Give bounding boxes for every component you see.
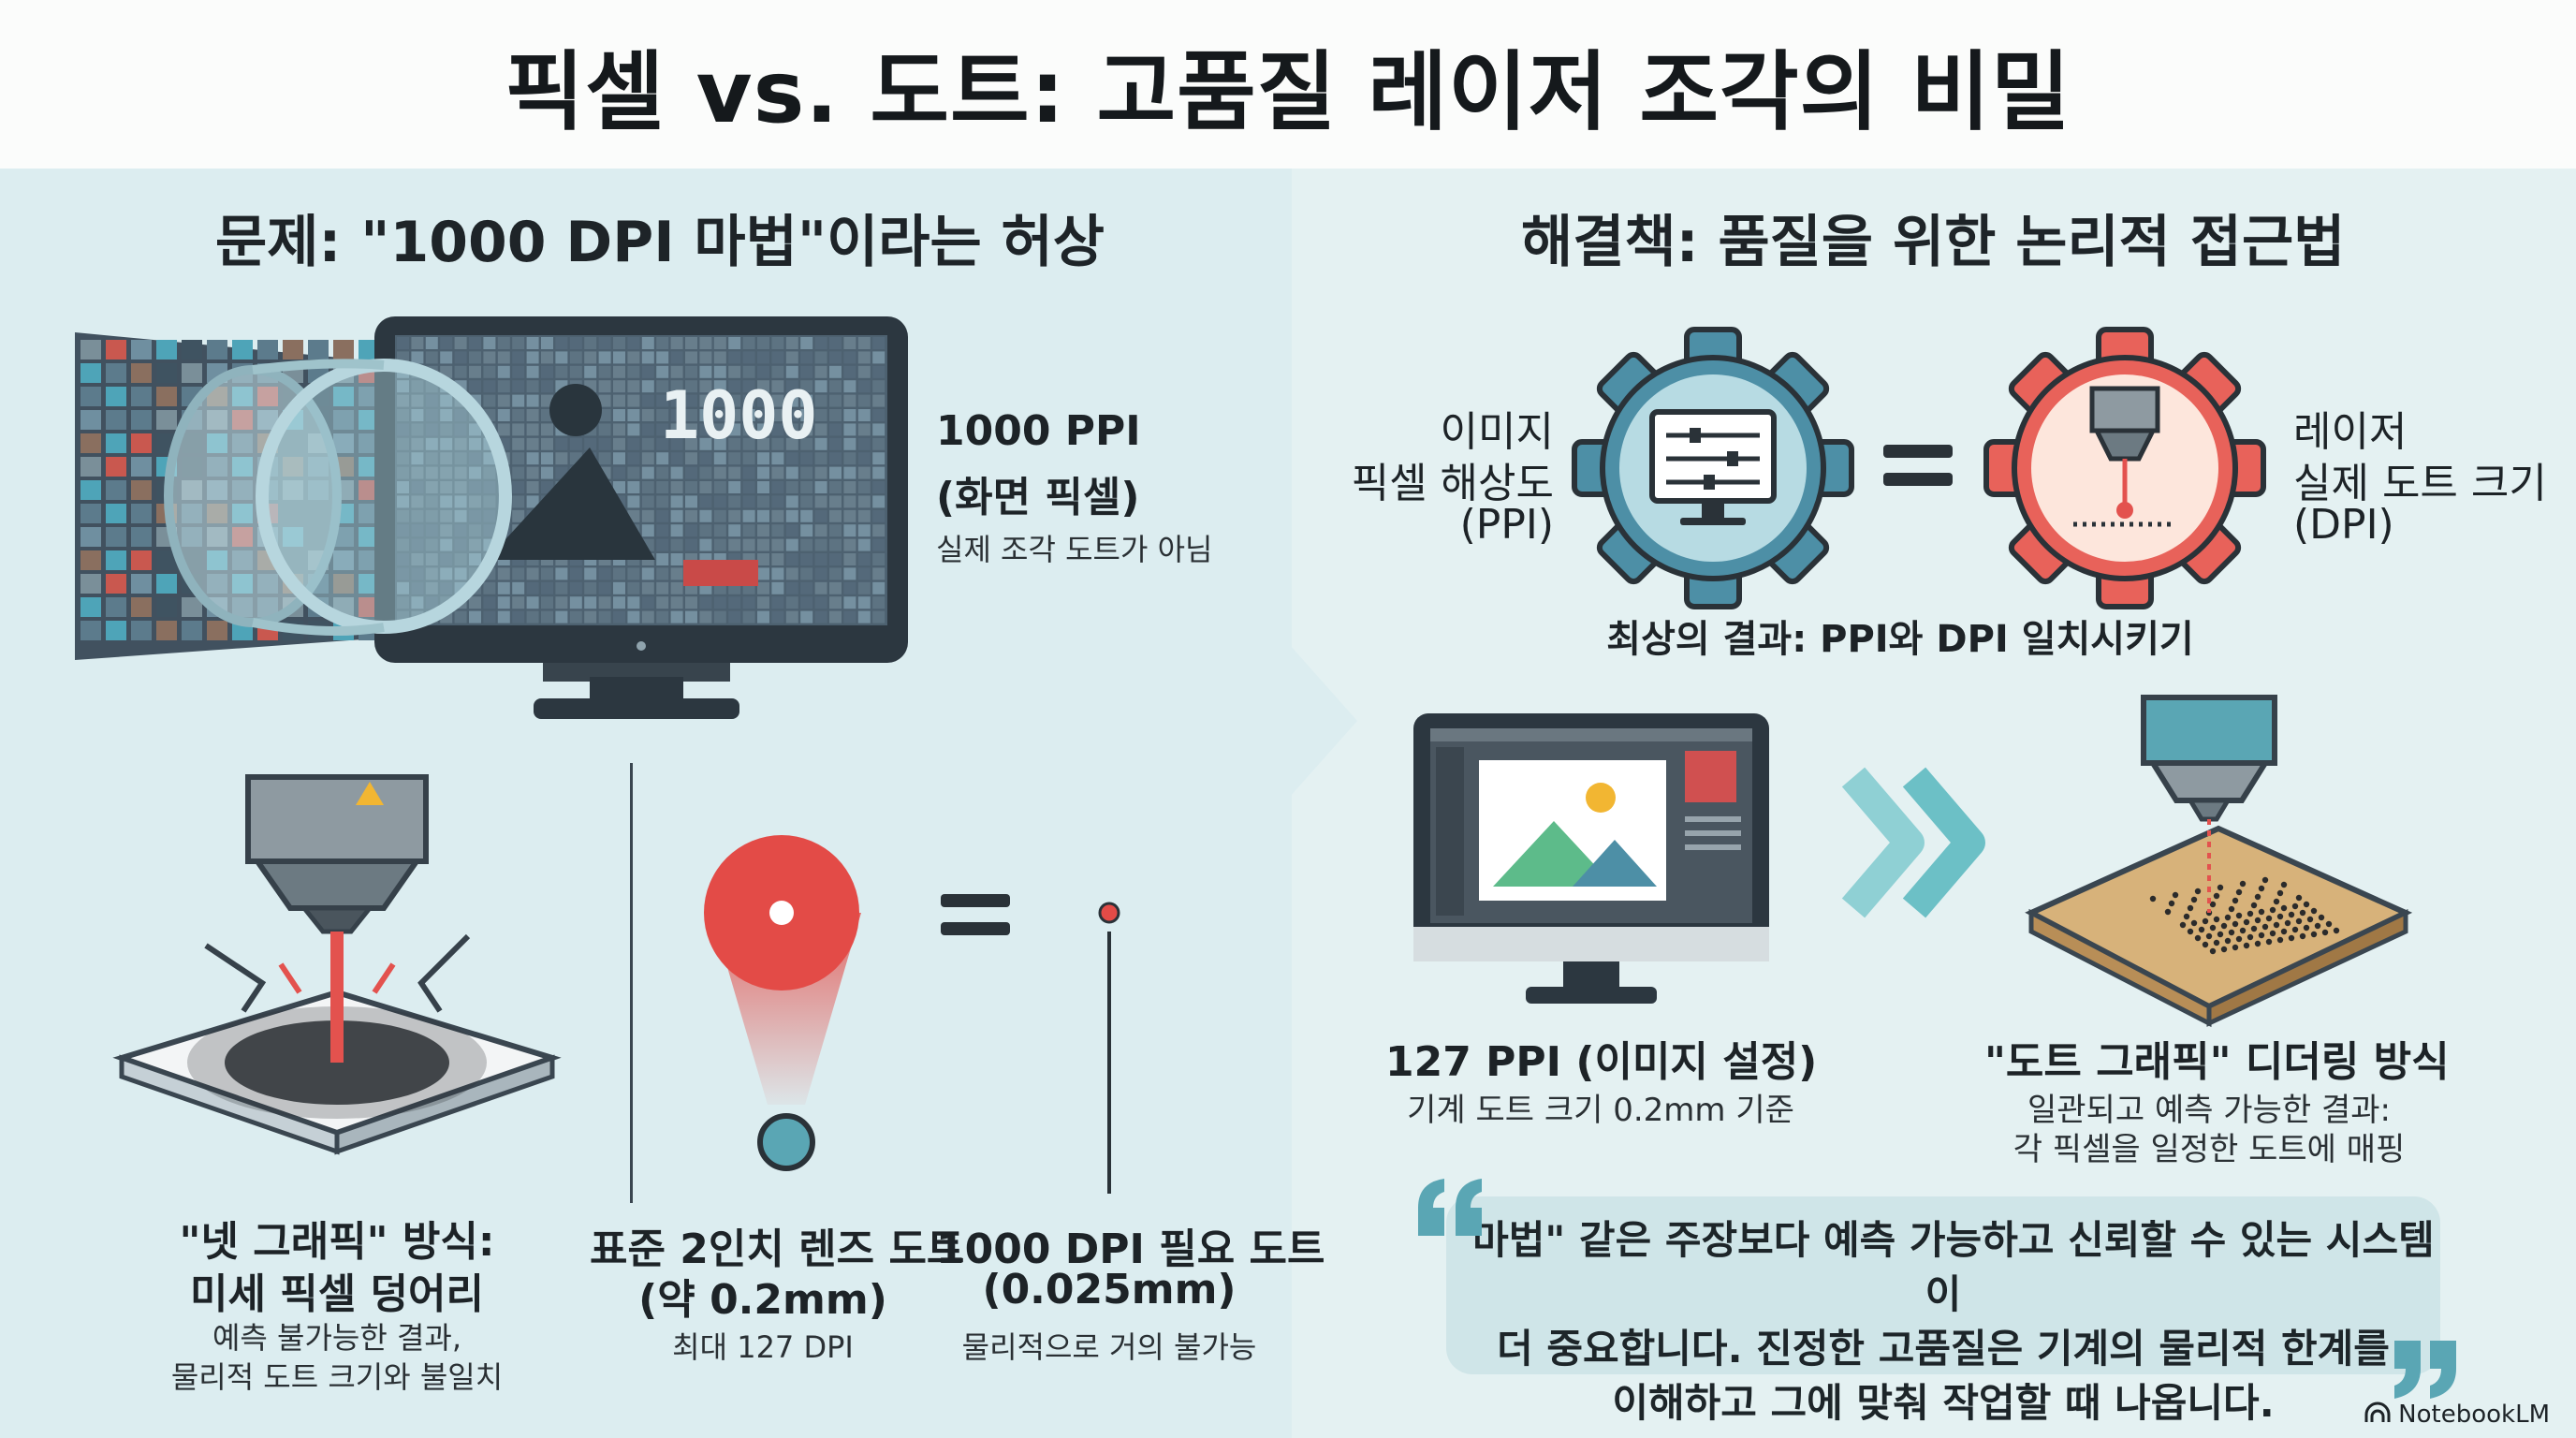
notebooklm-logo-icon <box>2364 1401 2391 1422</box>
net-graphic-caption-1: 예측 불가능한 결과, <box>212 1320 462 1356</box>
net-graphic-title: "넷 그래픽" 방식: <box>179 1218 495 1266</box>
standard-dot-title: 표준 2인치 렌즈 도트 <box>590 1225 965 1273</box>
solution-heading: 해결책: 품질을 위한 논리적 접근법 <box>1521 210 2346 275</box>
ppi-label-subtitle: (화면 픽셀) <box>936 474 1140 521</box>
quote-close-icon <box>2394 1341 2456 1399</box>
net-graphic-subtitle: 미세 픽셀 덩어리 <box>190 1270 484 1318</box>
required-dot-caption: 물리적으로 거의 불가능 <box>961 1329 1257 1365</box>
ppi-label-caption: 실제 조각 도트가 아님 <box>936 532 1213 567</box>
image-gear-label-1: 이미지 <box>1440 408 1554 456</box>
dithering-title: "도트 그래픽" 디더링 방식 <box>1984 1038 2450 1086</box>
laser-head-icon <box>112 774 562 1155</box>
magnifier-icon <box>164 359 512 636</box>
required-dot-illustration <box>1098 902 1120 1194</box>
equals-icon <box>941 894 1010 935</box>
ppi-setting-caption: 기계 도트 크기 0.2mm 기준 <box>1407 1092 1794 1129</box>
monitor-icon <box>1413 713 1769 1004</box>
standard-dot-illustration <box>704 835 861 1171</box>
ppi-label-title: 1000 PPI <box>936 407 1141 455</box>
dithering-caption-2: 각 픽셀을 일정한 도트에 매핑 <box>2012 1131 2406 1168</box>
monitor-screen-text: 1000 <box>660 377 818 454</box>
chevron-double-right-icon <box>1841 767 1985 918</box>
branding-text: NotebookLM <box>2398 1401 2550 1429</box>
notebooklm-branding: NotebookLM <box>2364 1401 2550 1429</box>
page-title: 픽셀 vs. 도트: 고품질 레이저 조각의 비밀 <box>505 41 2071 142</box>
required-dot-title: 1000 DPI 필요 도트 <box>936 1225 1325 1273</box>
quote-line-2: 더 중요합니다. 진정한 고품질은 기계의 물리적 한계를 <box>1497 1326 2390 1372</box>
best-result-text: 최상의 결과: PPI와 DPI 일치시키기 <box>1606 618 2194 661</box>
laser-gear-icon <box>1983 327 2266 609</box>
standard-dot-subtitle: (약 0.2mm) <box>638 1276 887 1324</box>
image-gear-label-3: (PPI) <box>1459 501 1554 549</box>
dithering-caption-1: 일관되고 예측 가능한 결과: <box>2027 1092 2391 1129</box>
quote-line-3: 이해하고 그에 맞춰 작업할 때 나옵니다. <box>1612 1380 2275 1426</box>
panel-divider-arrow <box>1282 637 1357 805</box>
standard-dot-caption: 최대 127 DPI <box>672 1329 854 1365</box>
quote-text: "마법" 같은 주장보다 예측 가능하고 신뢰할 수 있는 시스템이 더 중요합… <box>1446 1213 2440 1431</box>
dithering-laser-illustration <box>2025 695 2413 1028</box>
vertical-divider <box>630 763 633 1203</box>
ppi-setting-title: 127 PPI (이미지 설정) <box>1385 1038 1818 1086</box>
problem-heading: 문제: "1000 DPI 마법"이라는 허상 <box>215 210 1105 275</box>
required-dot-subtitle: (0.025mm) <box>982 1266 1237 1313</box>
laser-gear-label-3: (DPI) <box>2293 501 2394 549</box>
gear-icon <box>1572 327 1854 609</box>
equals-icon <box>1883 445 1953 486</box>
title-bar: 픽셀 vs. 도트: 고품질 레이저 조각의 비밀 <box>0 0 2576 169</box>
laser-gear-label-1: 레이저 <box>2293 408 2408 456</box>
laser-gear-label-2: 실제 도트 크기 <box>2293 460 2547 507</box>
quote-open-icon <box>1418 1179 1482 1236</box>
net-graphic-caption-2: 물리적 도트 크기와 불일치 <box>170 1359 504 1395</box>
image-gear-label-2: 픽셀 해상도 <box>1351 460 1554 507</box>
quote-line-1: "마법" 같은 주장보다 예측 가능하고 신뢰할 수 있는 시스템이 <box>1452 1217 2435 1317</box>
quote-box <box>1446 1196 2440 1374</box>
